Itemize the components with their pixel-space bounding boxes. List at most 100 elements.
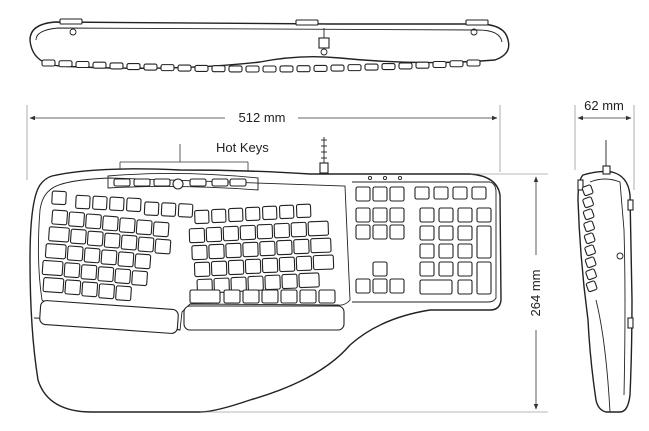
arrow-key: [389, 278, 405, 294]
key: [68, 211, 85, 228]
key: [225, 242, 242, 259]
numpad-key: [419, 225, 435, 241]
key: [281, 273, 298, 290]
profile-key: [296, 65, 311, 73]
key: [318, 289, 336, 304]
key: [298, 272, 320, 289]
key: [280, 289, 298, 304]
nav-key: [389, 186, 405, 202]
profile-key: [313, 64, 328, 72]
key: [228, 207, 244, 223]
key: [290, 221, 308, 238]
numpad-key: [419, 261, 435, 277]
nav-key: [389, 224, 405, 240]
profile-key: [449, 60, 464, 68]
profile-key: [279, 65, 294, 73]
side-key: [584, 256, 597, 269]
key: [137, 236, 155, 253]
side-key: [584, 244, 596, 257]
key: [100, 249, 118, 266]
key: [273, 222, 291, 239]
key: [131, 270, 149, 287]
profile-key: [347, 64, 362, 72]
key: [86, 230, 104, 247]
profile-key: [126, 62, 141, 71]
function-key: [452, 186, 468, 200]
key: [242, 289, 260, 304]
profile-key: [160, 64, 175, 72]
key: [118, 217, 136, 234]
key: [299, 289, 317, 304]
key: [222, 225, 240, 242]
key: [295, 255, 313, 272]
numpad-key: [457, 207, 473, 223]
arrow-key: [372, 261, 388, 277]
side-key: [585, 268, 597, 281]
hot-key: [133, 178, 151, 187]
key: [177, 203, 194, 218]
profile-key: [177, 64, 192, 72]
profile-key: [194, 64, 209, 72]
side-key: [583, 220, 595, 233]
height-label: 264 mm: [528, 270, 543, 317]
key: [293, 238, 310, 255]
key: [211, 208, 227, 224]
key: [115, 285, 132, 302]
numpad-key: [457, 225, 473, 241]
profile-key: [75, 60, 90, 69]
key: [239, 224, 257, 241]
nav-key: [372, 186, 388, 202]
key: [135, 219, 153, 236]
key: [97, 266, 115, 283]
hot-key: [229, 178, 247, 187]
hot-key: [189, 178, 207, 187]
key: [64, 279, 82, 296]
key: [310, 237, 332, 254]
key: [103, 232, 121, 249]
key: [109, 196, 125, 212]
key: [208, 243, 225, 260]
profile-key: [398, 62, 413, 70]
arrow-key: [355, 278, 371, 294]
key: [194, 209, 210, 225]
key: [256, 223, 274, 240]
nav-key: [389, 207, 405, 223]
numpad-key: [438, 225, 454, 241]
nav-key: [372, 207, 388, 223]
profile-key: [432, 60, 447, 69]
profile-key: [245, 65, 260, 73]
key: [213, 277, 230, 294]
profile-key: [262, 65, 277, 73]
nav-key: [372, 224, 388, 240]
key: [264, 274, 281, 291]
depth-dimension: 62 mm: [574, 98, 635, 190]
key: [295, 203, 312, 219]
key: [223, 289, 241, 304]
hot-keys-callout: Hot Keys: [119, 140, 269, 172]
numpad-key: [419, 243, 435, 259]
key: [210, 260, 228, 277]
key: [259, 240, 276, 257]
key: [261, 289, 279, 304]
key: [83, 247, 101, 264]
key: [98, 283, 116, 300]
key: [69, 228, 87, 245]
profile-key: [228, 65, 243, 73]
key: [41, 259, 64, 277]
profile-key: [92, 61, 107, 69]
key: [101, 215, 119, 232]
profile-key: [415, 61, 430, 69]
key: [230, 276, 247, 293]
profile-key: [143, 63, 158, 71]
keyboard-top-view: [29, 137, 502, 413]
key: [125, 197, 142, 213]
key: [81, 281, 99, 298]
key: [247, 275, 264, 292]
key: [51, 209, 69, 226]
key: [117, 251, 135, 268]
key: [205, 226, 223, 243]
key: [189, 289, 221, 304]
arrow-key: [372, 278, 388, 294]
numpad-key: [457, 279, 473, 295]
